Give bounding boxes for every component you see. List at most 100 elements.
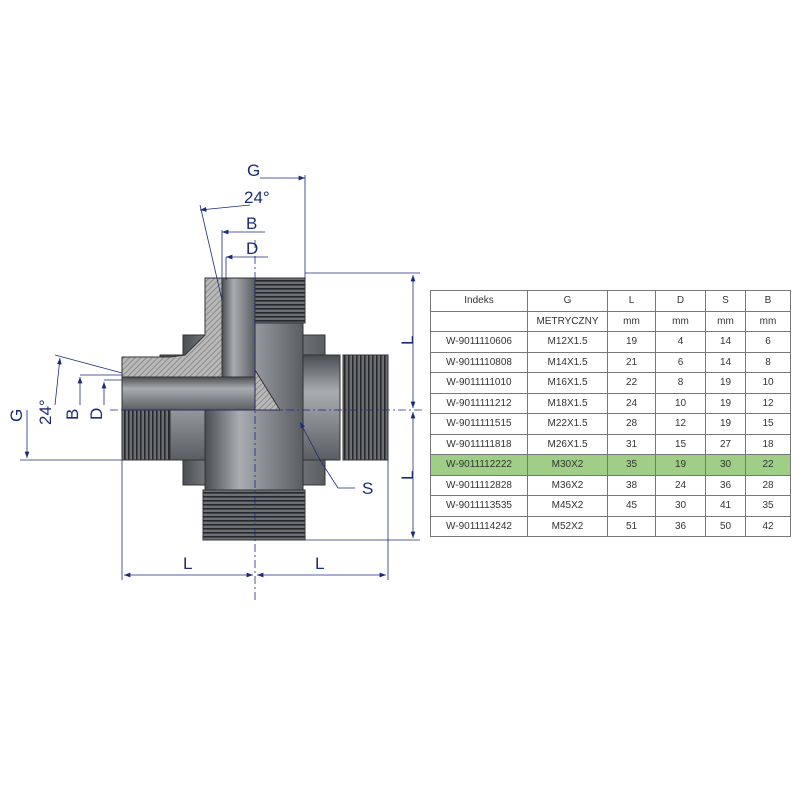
table-cell: 45 [607,495,656,517]
table-cell: M26X1.5 [527,433,608,455]
table-cell: 27 [705,433,746,455]
table-cell: M12X1.5 [527,331,608,353]
table-cell: W-9011111010 [430,372,528,394]
label-l-bottom-left: L [183,554,192,573]
fitting-body [121,277,389,541]
table-cell: 24 [607,392,656,414]
table-cell: 10 [655,392,706,414]
table-cell: L [607,290,656,312]
left-thread [121,409,171,461]
table-cell: mm [655,310,706,332]
table-cell: 38 [607,474,656,496]
table-cell: mm [705,310,746,332]
table-cell: 10 [745,372,791,394]
table-cell: W-9011111818 [430,433,528,455]
table-cell: M30X2 [527,454,608,476]
table-cell: M22X1.5 [527,413,608,435]
table-cell: METRYCZNY [527,310,608,332]
table-cell: 41 [705,495,746,517]
table-cell: 15 [655,433,706,455]
table-cell: 12 [655,413,706,435]
table-cell: 22 [745,454,791,476]
table-cell: 4 [655,331,706,353]
table-cell: 28 [745,474,791,496]
label-b-top: B [246,214,257,233]
table-cell: 15 [745,413,791,435]
table-cell: 35 [745,495,791,517]
table-cell: 19 [705,372,746,394]
table-cell: W-9011110808 [430,351,528,373]
table-cell: M52X2 [527,515,608,537]
bottom-thread [202,489,306,541]
table-cell: 28 [607,413,656,435]
table-cell: 42 [745,515,791,537]
label-d-top: D [246,239,258,258]
table-cell: 50 [705,515,746,537]
table-cell: W-9011111515 [430,413,528,435]
table-cell: W-9011112222 [430,454,528,476]
label-l-bottom-right: L [315,554,324,573]
table-cell: 8 [655,372,706,394]
table-cell: S [705,290,746,312]
table-cell: 31 [607,433,656,455]
table-cell: 51 [607,515,656,537]
dimension-labels: G 24° B D L L S G 24° B D L L [7,161,417,573]
table-cell: W-9011112828 [430,474,528,496]
table-cell: M36X2 [527,474,608,496]
table-cell: W-9011114242 [430,515,528,537]
top-thread [254,277,306,324]
dimension-lines [20,175,425,600]
table-cell: 19 [607,331,656,353]
label-angle-left: 24° [36,399,55,425]
table-cell: M14X1.5 [527,351,608,373]
table-cell: 6 [655,351,706,373]
table-cell: M16X1.5 [527,372,608,394]
table-cell: mm [745,310,791,332]
table-cell: 30 [705,454,746,476]
table-cell: 22 [607,372,656,394]
table-cell [430,310,528,332]
table-cell: W-9011110606 [430,331,528,353]
table-cell: 24 [655,474,706,496]
table-cell: 21 [607,351,656,373]
label-g-top: G [247,161,260,180]
label-g-left: G [7,409,26,422]
table-cell: 19 [705,392,746,414]
table-cell: 36 [705,474,746,496]
table-cell: 14 [705,351,746,373]
table-cell: 14 [705,331,746,353]
table-cell: 19 [655,454,706,476]
table-cell: mm [607,310,656,332]
table-cell: G [527,290,608,312]
table-cell: 6 [745,331,791,353]
label-angle-top: 24° [244,188,270,207]
table-cell: M18X1.5 [527,392,608,414]
table-cell: 18 [745,433,791,455]
table-cell: 30 [655,495,706,517]
label-l-right-lower: L [398,471,417,480]
table-cell: 36 [655,515,706,537]
label-s: S [362,479,373,498]
table-cell: 12 [745,392,791,414]
table-cell: D [655,290,706,312]
table-cell: 19 [705,413,746,435]
table-cell: W-9011113535 [430,495,528,517]
table-cell: Indeks [430,290,528,312]
table-cell: W-9011111212 [430,392,528,414]
label-b-left: B [63,409,82,420]
right-thread [342,354,389,461]
cross-fitting-drawing: G 24° B D L L S G 24° B D L L [7,161,425,600]
table-cell: B [745,290,791,312]
table-cell: 35 [607,454,656,476]
